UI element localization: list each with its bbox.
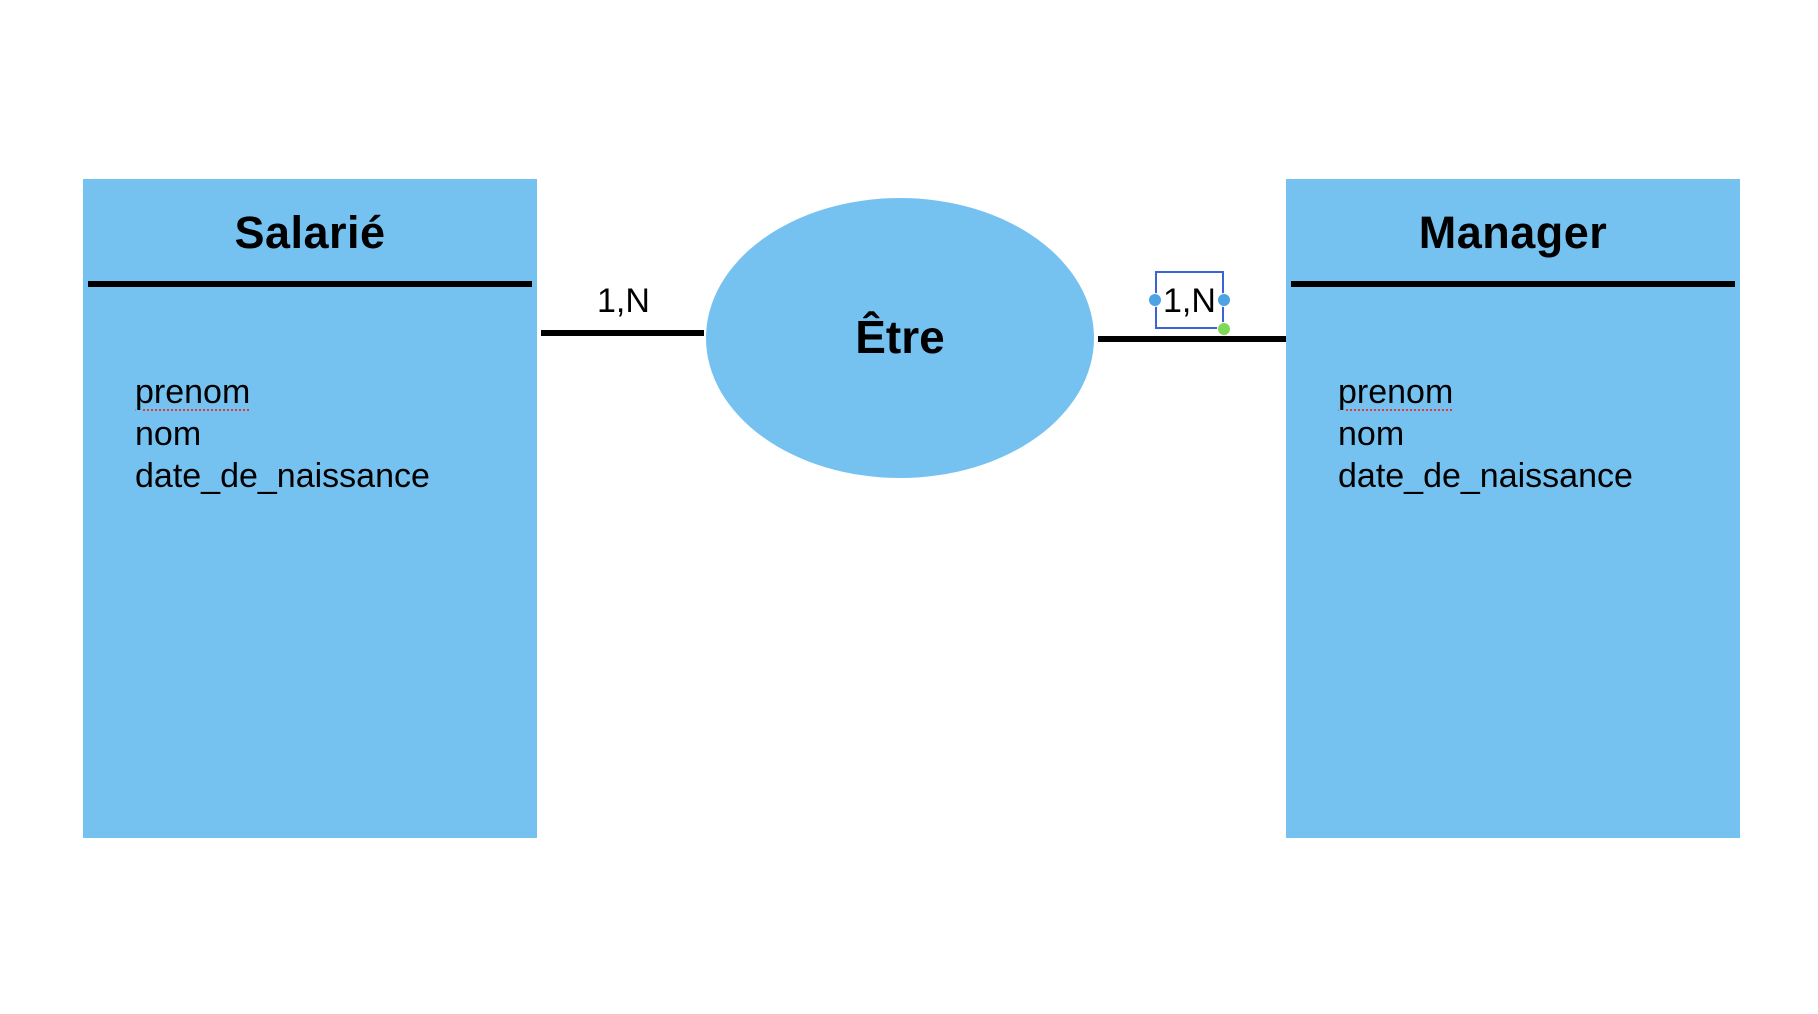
- entity-divider: [88, 281, 532, 287]
- attribute-prenom: prenom: [1338, 373, 1454, 411]
- attribute-item: date_de_naissance: [135, 455, 430, 497]
- entity-title: Manager: [1418, 207, 1608, 258]
- rotate-handle[interactable]: [1217, 322, 1231, 336]
- attribute-date-de-naissance: date_de_naissance: [135, 457, 430, 495]
- entity-divider: [1291, 281, 1735, 287]
- attribute-item: prenom: [135, 371, 430, 413]
- connector-etre-manager[interactable]: [1098, 336, 1287, 342]
- association-etre[interactable]: Être: [706, 198, 1094, 478]
- attribute-item: nom: [1338, 413, 1633, 455]
- entity-title: Salarié: [234, 207, 386, 258]
- attribute-nom: nom: [1338, 415, 1405, 453]
- attribute-list: prenom nom date_de_naissance: [135, 371, 430, 497]
- entity-salarie[interactable]: Salarié prenom nom date_de_naissance: [83, 179, 537, 838]
- attribute-item: nom: [135, 413, 430, 455]
- cardinality-left[interactable]: 1,N: [597, 282, 650, 320]
- connector-salarie-etre[interactable]: [541, 330, 704, 336]
- resize-handle-right[interactable]: [1217, 293, 1231, 307]
- association-label: Être: [855, 311, 945, 363]
- attribute-list: prenom nom date_de_naissance: [1338, 371, 1633, 497]
- attribute-prenom: prenom: [135, 373, 251, 411]
- attribute-item: date_de_naissance: [1338, 455, 1633, 497]
- attribute-date-de-naissance: date_de_naissance: [1338, 457, 1633, 495]
- attribute-nom: nom: [135, 415, 202, 453]
- cardinality-right[interactable]: 1,N: [1163, 282, 1216, 320]
- resize-handle-left[interactable]: [1148, 293, 1162, 307]
- attribute-item: prenom: [1338, 371, 1633, 413]
- entity-manager[interactable]: Manager prenom nom date_de_naissance: [1286, 179, 1740, 838]
